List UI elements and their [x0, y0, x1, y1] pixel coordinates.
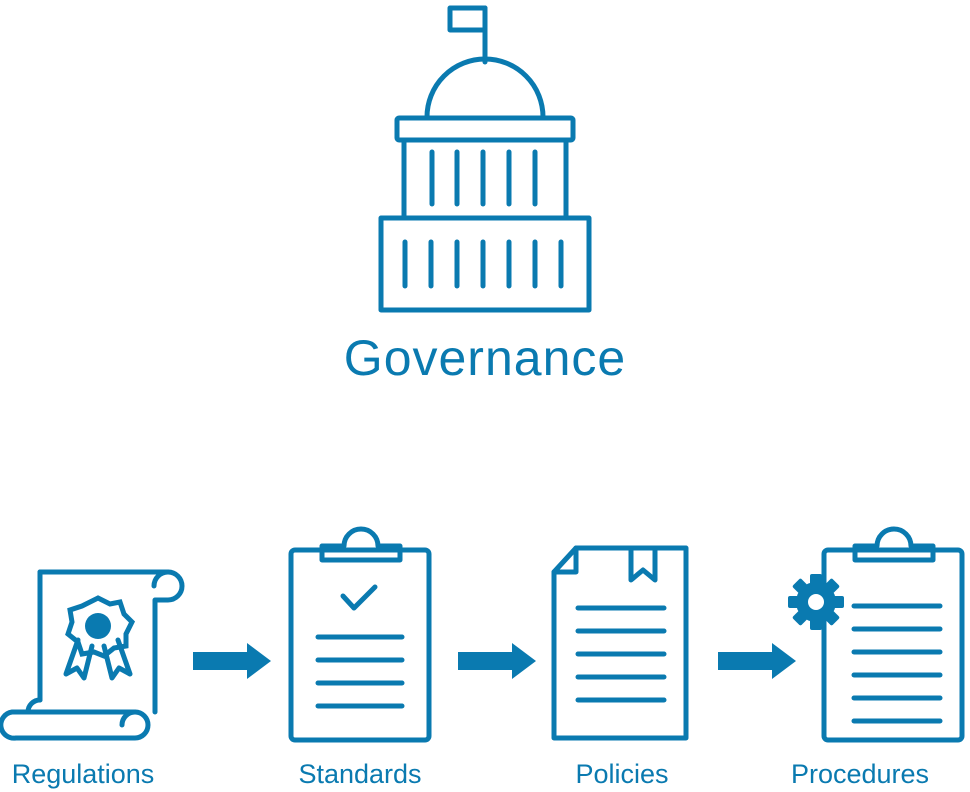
capitol-building-icon	[378, 5, 592, 313]
arrow-right-icon	[193, 643, 271, 679]
step-label-standards: Standards	[298, 759, 422, 789]
step-label-regulations: Regulations	[11, 759, 155, 789]
certificate-scroll-icon	[0, 569, 185, 741]
step-label-procedures: Procedures	[790, 759, 930, 789]
clipboard-check-icon	[288, 526, 432, 743]
step-label-policies: Policies	[575, 759, 669, 789]
document-bookmark-icon	[551, 545, 689, 741]
arrow-right-icon	[458, 643, 536, 679]
clipboard-gear-icon	[788, 526, 965, 743]
governance-title: Governance	[343, 330, 627, 386]
arrow-right-icon	[718, 643, 796, 679]
